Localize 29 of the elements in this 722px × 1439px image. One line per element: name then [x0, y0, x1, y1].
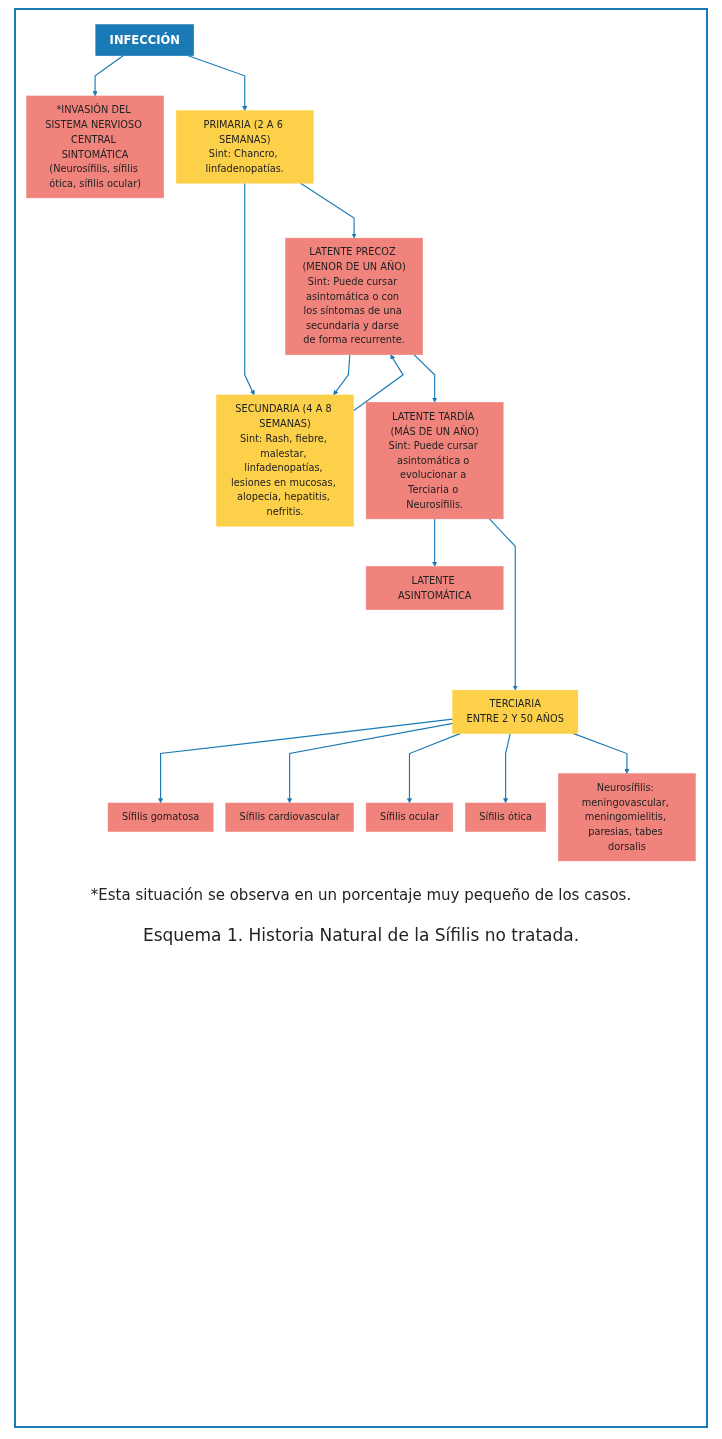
caption: Esquema 1. Historia Natural de la Sífilis no tratada. — [141, 925, 581, 946]
arrow — [92, 55, 124, 97]
node-box — [558, 773, 696, 862]
arrow — [572, 732, 630, 774]
flowchart: INFECCIÓN *INVASIÓN DEL SISTEMA NERVIOSO CENTRAL SINTOMÁTICA (Neurosífilis, sífilis ótica, sífilis ocular) PRIMARIA (2 A 6 SEMANAS) Sint: Chancro, linfadenopatías. LATENTE PRECOZ (MENOR DE UN AÑO) Sint: Puede cursar asintomática o con los síntomas de una secundaria y darse de forma recurrente. SECUNDARIA (4 A 8 SEMANAS) Sint: Rash, fiebre, malestar, linfadenopatías, lesiones en mucosas, alopecia, hepatitis, nefritis. LATENTE TARDÍA (MÁS DE UN AÑO) Sint: Puede cursar asintomática o evolucionar a Terciaria o Neurosífilis. LATENTE ASINTOMÁTICA TERCIARIA ENTRE 2 Y 50 AÑOS Sífilis gomatosa Sífilis cardiovascular Sífilis ocular Sífilis ótica Neurosífilis: meningovascular, meningomielitis, paresias, tabes dorsalis — [22, 20, 700, 866]
node-box — [452, 689, 579, 734]
node-box — [365, 802, 454, 832]
node-box — [465, 802, 547, 832]
node-box — [225, 802, 354, 832]
node-box — [95, 24, 194, 56]
node-box — [107, 802, 214, 832]
arrow — [432, 518, 438, 567]
arrow — [413, 354, 438, 403]
node-box — [365, 402, 504, 520]
node-box — [216, 394, 354, 527]
arrow — [287, 722, 454, 804]
arrow — [187, 55, 248, 111]
node-box — [175, 110, 314, 184]
node-box — [365, 566, 504, 610]
arrow — [244, 182, 255, 396]
node-box — [26, 95, 164, 199]
arrow — [352, 354, 404, 412]
arrow — [333, 354, 351, 396]
arrow — [158, 718, 454, 804]
arrow — [299, 182, 357, 239]
node-box — [285, 237, 423, 355]
footnote: *Esta situación se observa en un porcentaje muy pequeño de los casos. — [89, 885, 633, 907]
arrow — [503, 732, 511, 804]
arrow — [488, 518, 518, 691]
